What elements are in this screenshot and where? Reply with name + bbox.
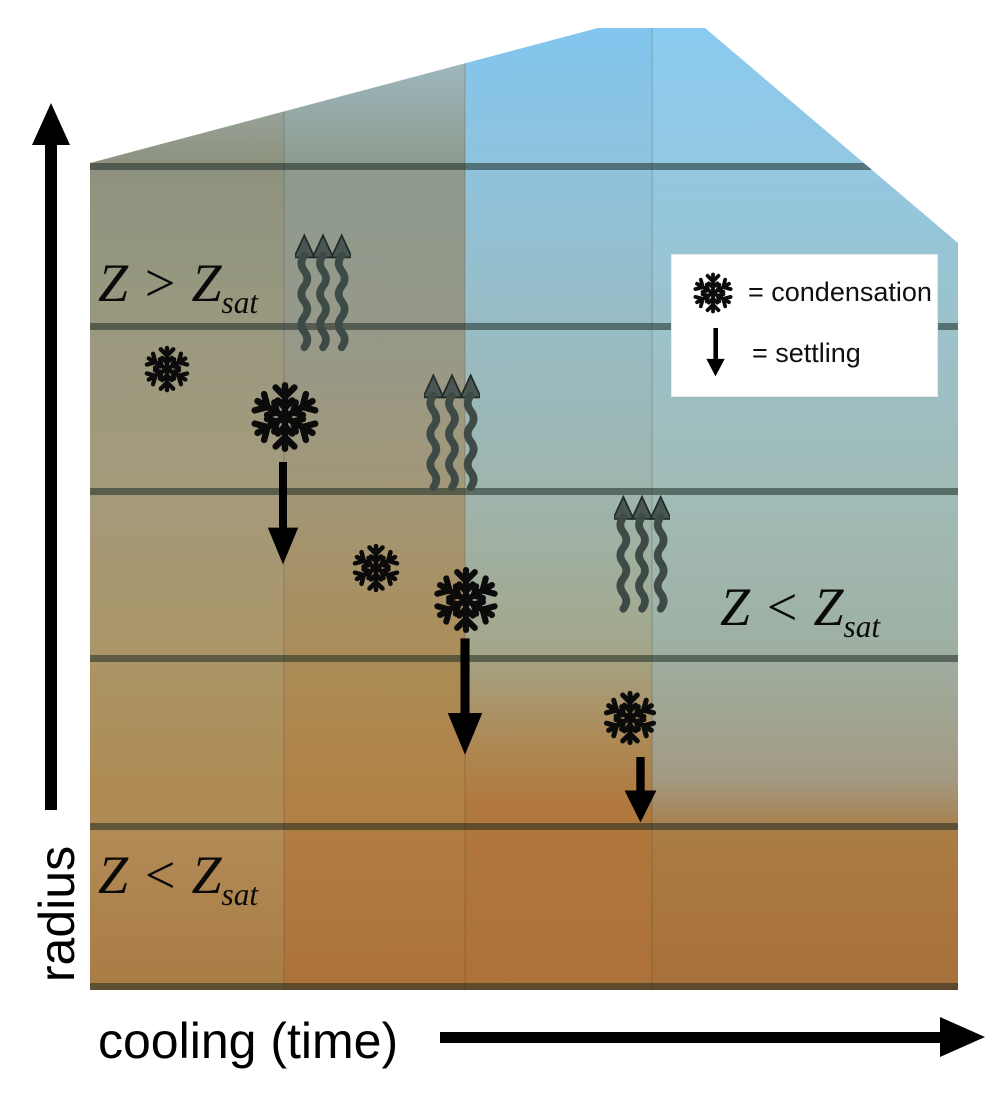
rising-wavy-arrows-icon: [424, 368, 480, 498]
snowflake-icon: [143, 345, 191, 393]
radius-gridline-5: [90, 823, 958, 830]
snowflake-icon: [432, 566, 500, 634]
legend-settling-label: = settling: [752, 337, 861, 368]
label-subscript: sat: [221, 284, 259, 320]
settling-arrow-icon: [445, 638, 485, 757]
snowflake-icon: [692, 272, 734, 314]
rising-wavy-arrows-icon: [295, 229, 351, 357]
radius-gridline-1: [90, 163, 958, 170]
column-divider: [464, 28, 466, 990]
label-subscript: sat: [221, 876, 259, 912]
legend-box: = condensation = settling: [671, 254, 938, 397]
time-column-2: [284, 28, 465, 990]
plot-area: Z > Zsat Z < Zsat Z < Zsat = condensatio…: [90, 28, 958, 990]
radius-gridline-3: [90, 488, 958, 495]
label-z-less-zsat-bottom: Z < Zsat: [98, 845, 258, 910]
label-text: Z < Z: [98, 845, 222, 905]
settling-arrow-icon: [265, 462, 301, 566]
legend-row-settling: = settling: [692, 327, 931, 379]
x-axis-label: cooling (time): [98, 1013, 399, 1069]
snowflake-icon: [351, 543, 401, 593]
radius-gridline-4: [90, 655, 958, 662]
rising-wavy-arrows-icon: [614, 492, 670, 617]
settling-arrow-icon: [692, 327, 738, 379]
snowflake-icon: [602, 690, 658, 746]
y-axis-label: radius: [29, 845, 85, 983]
column-divider: [651, 28, 653, 990]
plot-bottom-edge: [90, 983, 958, 990]
radius-gridline-2: [90, 323, 958, 330]
settling-arrow-icon: [622, 757, 659, 824]
y-axis-arrow-icon: [32, 103, 70, 810]
legend-condensation-label: = condensation: [748, 277, 932, 308]
x-axis-arrow-icon: [440, 1017, 985, 1057]
snowflake-icon: [249, 381, 321, 453]
label-text: Z > Z: [98, 253, 222, 313]
label-subscript: sat: [843, 608, 881, 644]
time-column-4: [652, 28, 958, 990]
label-text: Z < Z: [720, 577, 844, 637]
legend-row-condensation: = condensation: [692, 272, 932, 314]
label-z-less-zsat-right: Z < Zsat: [720, 577, 880, 642]
label-z-greater-zsat: Z > Zsat: [98, 253, 258, 318]
